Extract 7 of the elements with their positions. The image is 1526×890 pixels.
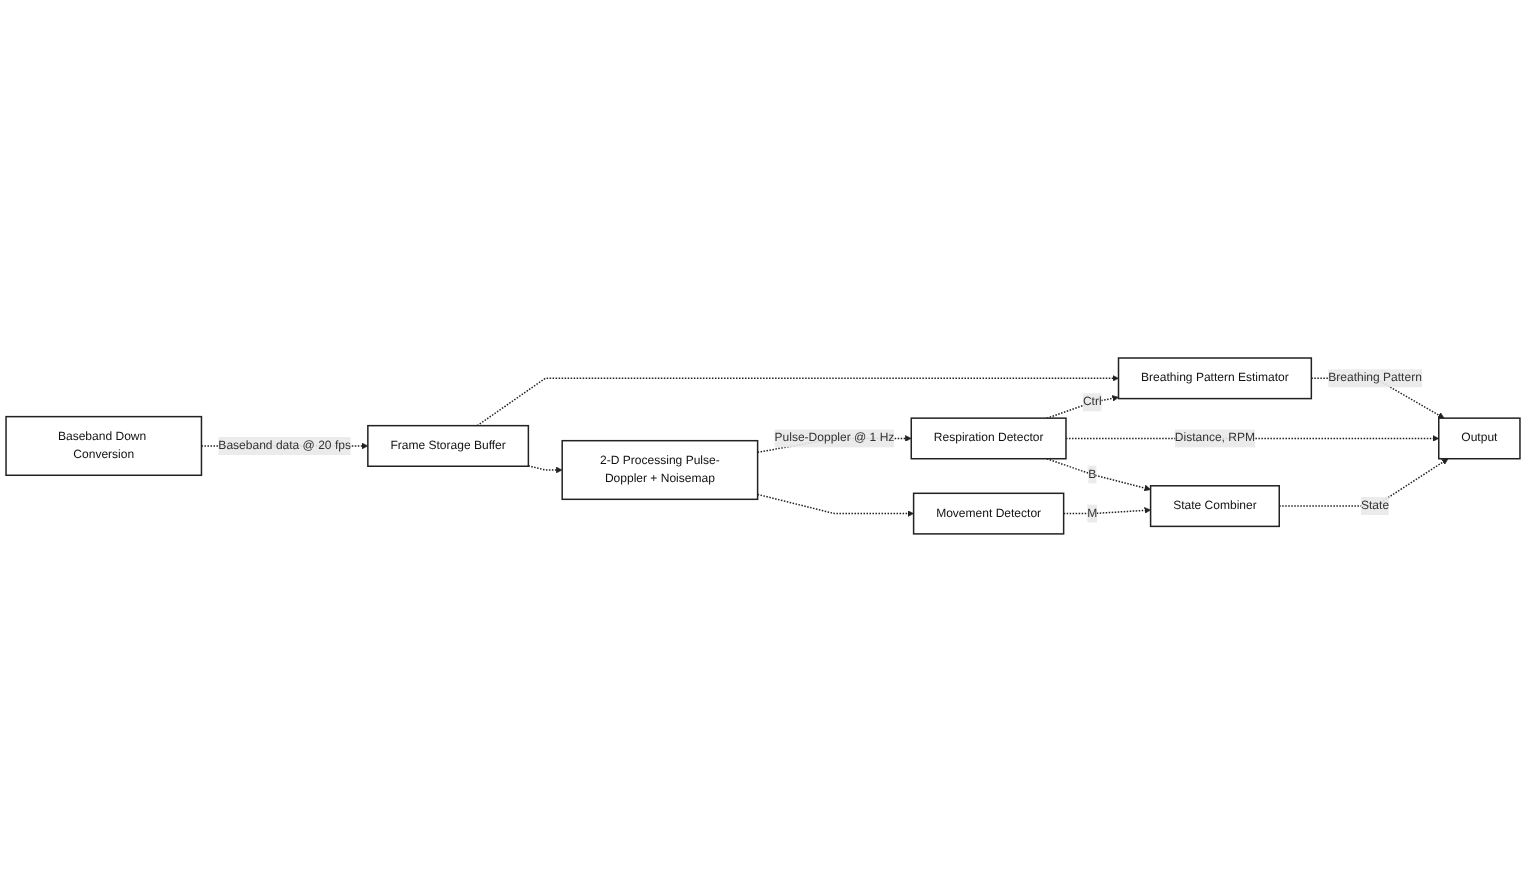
arrow xyxy=(527,464,563,473)
arrow xyxy=(1278,457,1449,506)
arrow xyxy=(1046,394,1119,418)
arrow xyxy=(1046,457,1151,491)
arrow xyxy=(476,374,1119,426)
arrow xyxy=(1062,506,1151,514)
arrow xyxy=(756,492,914,516)
